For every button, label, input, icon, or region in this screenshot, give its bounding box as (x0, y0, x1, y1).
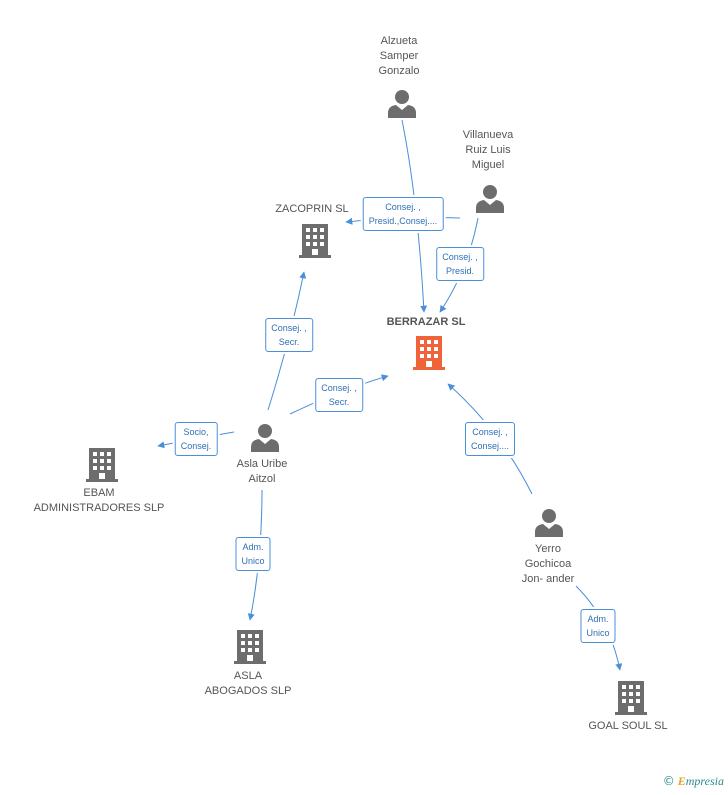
person-icon-alzueta[interactable] (387, 88, 417, 123)
node-label-goal-soul: GOAL SOUL SL (588, 720, 668, 732)
building-icon-goal-soul[interactable] (615, 679, 647, 720)
building-icon-berrazar[interactable] (413, 334, 445, 375)
relation-badge-asla-abogados[interactable]: Adm. Unico (235, 537, 271, 571)
building-icon-zacoprin[interactable] (299, 222, 331, 263)
person-icon-villanueva[interactable] (475, 183, 505, 218)
brand-initial: E (677, 774, 686, 788)
node-label-villanueva: Villanueva Ruiz Luis Miguel (462, 129, 514, 171)
relation-badge-asla-ebam[interactable]: Socio, Consej. (174, 422, 218, 456)
person-icon-asla-uribe[interactable] (250, 422, 280, 457)
brand-name: mpresia (685, 774, 724, 788)
node-label-ebam: EBAM ADMINISTRADORES SLP (33, 487, 165, 514)
node-label-asla-uribe: Asla Uribe Aitzol (236, 458, 288, 485)
copyright-icon: © (662, 774, 675, 788)
node-label-berrazar: BERRAZAR SL (386, 316, 466, 328)
node-label-yerro: Yerro Gochicoa Jon- ander (521, 543, 575, 585)
node-label-alzueta: Alzueta Samper Gonzalo (378, 35, 420, 77)
person-icon-yerro[interactable] (534, 507, 564, 542)
relation-badge-asla-zacoprin[interactable]: Consej. , Secr. (265, 318, 313, 352)
relation-badge-yerro-berrazar[interactable]: Consej. , Consej.... (464, 422, 516, 456)
node-label-zacoprin: ZACOPRIN SL (275, 203, 349, 215)
empresia-logo: ©Empresia (663, 774, 724, 789)
relation-badge-asla-berrazar[interactable]: Consej. , Secr. (315, 378, 363, 412)
building-icon-asla-abogados[interactable] (234, 628, 266, 669)
relation-badge-yerro-goal[interactable]: Adm. Unico (580, 609, 616, 643)
relation-badge-villanueva-berrazar[interactable]: Consej. , Presid. (436, 247, 484, 281)
building-icon-ebam[interactable] (86, 446, 118, 487)
node-label-asla-abogados: ASLA ABOGADOS SLP (204, 670, 292, 697)
relation-badge-alzueta-zacoprin[interactable]: Consej. , Presid.,Consej.... (362, 197, 444, 231)
